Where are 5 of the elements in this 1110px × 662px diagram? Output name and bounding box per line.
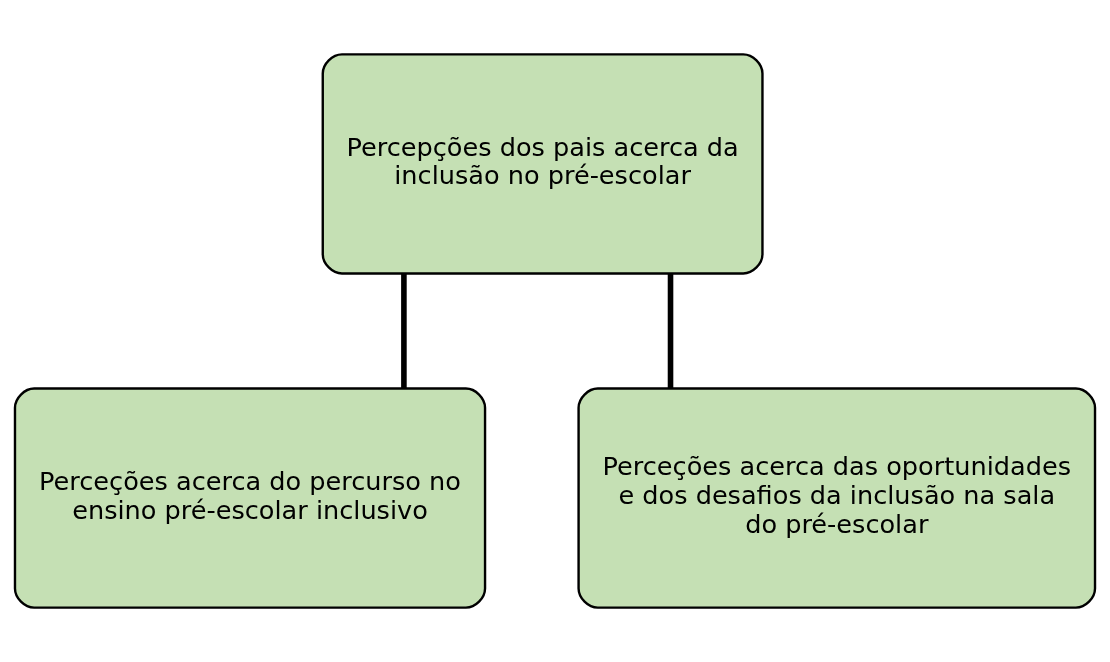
connector (667, 273, 674, 389)
node-box: Perceções acerca das oportunidades e dos desafios da inclusão na sala do pré-escolar (577, 387, 1097, 609)
node-box: Perceções acerca do percurso no ensino pré-escolar inclusivo (13, 387, 487, 609)
connector (401, 273, 407, 389)
node-box: Percepções dos pais acerca da inclusão no pré-escolar (321, 53, 764, 275)
